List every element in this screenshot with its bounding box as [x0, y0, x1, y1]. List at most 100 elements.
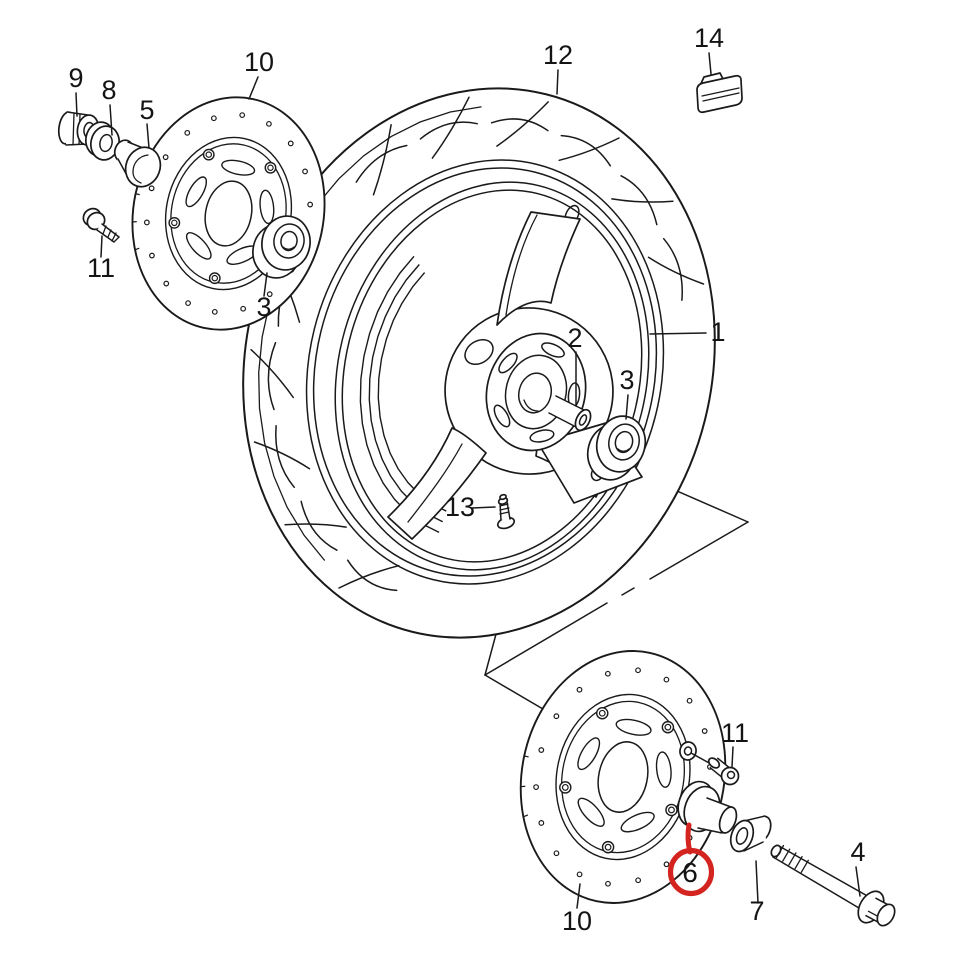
callout-2[interactable]: 2	[567, 323, 583, 407]
tread-mark	[662, 237, 683, 301]
leader-1	[649, 332, 707, 335]
axle-shaft-edge	[772, 856, 865, 912]
tire-tread-marks	[250, 96, 705, 592]
tread-mark	[647, 256, 705, 285]
tire-bead-inner	[312, 167, 658, 577]
disc-drilled-hole	[148, 185, 155, 192]
valve-thread	[499, 503, 509, 507]
tread-mark	[346, 559, 398, 592]
disc-drilled-hole	[605, 880, 611, 887]
tread-mark	[275, 425, 296, 489]
tread-mark	[284, 523, 347, 528]
callouts: 9 8 5 10 11 3 12 14	[68, 23, 865, 936]
screw-tip	[707, 757, 721, 769]
spoke-lower-left-rib	[407, 443, 463, 523]
valve-stem-edge	[506, 501, 511, 520]
callout-label-7: 7	[749, 896, 764, 926]
callout-5[interactable]: 5	[139, 95, 155, 149]
hub-slot	[493, 404, 511, 428]
spacer-7-face	[729, 819, 755, 853]
tread-mark	[300, 500, 338, 551]
disc-drilled-hole	[576, 871, 583, 878]
callout-7[interactable]: 7	[749, 860, 765, 926]
disc-drilled-hole	[663, 676, 670, 683]
leader-7	[755, 860, 759, 904]
axle-head-end	[876, 903, 896, 927]
disc-center-hole	[204, 180, 253, 247]
hub-bore-shadow	[523, 399, 539, 412]
callout-10-bottom[interactable]: 10	[562, 883, 592, 936]
leader-3-right	[625, 394, 629, 420]
tread-mark	[490, 118, 549, 132]
callout-label-11-bottom: 11	[721, 718, 749, 748]
screw-11-bottom	[690, 752, 740, 786]
bearing-bore-shadow	[282, 246, 295, 250]
leader-3-left	[263, 272, 268, 297]
balance-weight-14	[696, 72, 743, 114]
tread-mark	[431, 96, 470, 159]
disc-rivet-outer	[208, 272, 221, 285]
disc-drilled-hole	[635, 667, 641, 674]
tread-mark	[558, 137, 620, 162]
tread-mark	[355, 144, 408, 183]
callout-9[interactable]: 9	[68, 63, 84, 117]
callout-3-left[interactable]: 3	[256, 272, 272, 322]
hub-slot	[529, 429, 555, 443]
plane-edge-right-dash	[621, 587, 635, 596]
bearing-bore-shadow	[617, 448, 630, 452]
disc-drilled-hole	[163, 280, 170, 287]
callout-label-12: 12	[543, 40, 573, 70]
hub-bore	[517, 372, 553, 414]
plane-edge-right-a	[649, 521, 749, 580]
callout-label-13: 13	[445, 492, 475, 522]
hub	[485, 332, 587, 452]
rivet-inner	[683, 746, 693, 756]
callout-8[interactable]: 8	[101, 75, 117, 136]
valve-13	[496, 493, 516, 530]
disc-rivet-outer	[264, 161, 277, 174]
bearing-race	[273, 223, 305, 259]
tread-mark	[267, 341, 277, 411]
spacer-2	[548, 395, 592, 432]
disc-drilled-hole	[287, 140, 294, 147]
hub-slot	[541, 342, 565, 358]
spoke-upper-rib	[505, 214, 538, 316]
callout-12[interactable]: 12	[543, 40, 573, 95]
nut-facet	[72, 112, 75, 146]
disc-drilled-hole	[663, 861, 670, 868]
disc-rivet-inner	[664, 723, 672, 731]
callout-4[interactable]: 4	[850, 837, 866, 897]
callout-11-bottom[interactable]: 11	[721, 718, 749, 768]
spacer-2-bore	[578, 414, 588, 426]
screw-11-left	[82, 207, 120, 243]
disc-rivet-inner	[598, 709, 606, 717]
spacer-5	[113, 139, 162, 188]
callout-10-top[interactable]: 10	[244, 47, 274, 100]
disc-edge-tick	[134, 247, 140, 251]
callout-label-8: 8	[101, 75, 116, 105]
callout-13[interactable]: 13	[445, 492, 496, 522]
bearing-bore	[614, 430, 634, 454]
tread-mark	[620, 175, 658, 226]
leader-13	[471, 506, 496, 509]
bearing-face	[261, 215, 311, 271]
callout-3-right[interactable]: 3	[619, 365, 635, 420]
disc-rivet-outer	[601, 840, 615, 854]
callout-label-9: 9	[68, 63, 83, 93]
disc-drilled-hole	[553, 713, 560, 720]
disc-carrier-slot	[577, 737, 601, 771]
callout-14[interactable]: 14	[694, 23, 724, 75]
screw-tip	[113, 236, 120, 243]
bearing-bore	[280, 230, 298, 252]
callout-1[interactable]: 1	[649, 317, 726, 347]
screw-alignment-line	[690, 752, 712, 765]
highlight-part-6[interactable]: 6	[667, 822, 715, 897]
screw-shaft-edge	[96, 229, 115, 243]
callout-11-left[interactable]: 11	[87, 235, 115, 283]
axle-shaft-mask	[773, 846, 871, 911]
leader-14	[708, 52, 712, 75]
disc-drilled-hole	[701, 728, 708, 734]
valve-thread	[499, 511, 510, 515]
disc-carrier-slot	[655, 751, 672, 788]
